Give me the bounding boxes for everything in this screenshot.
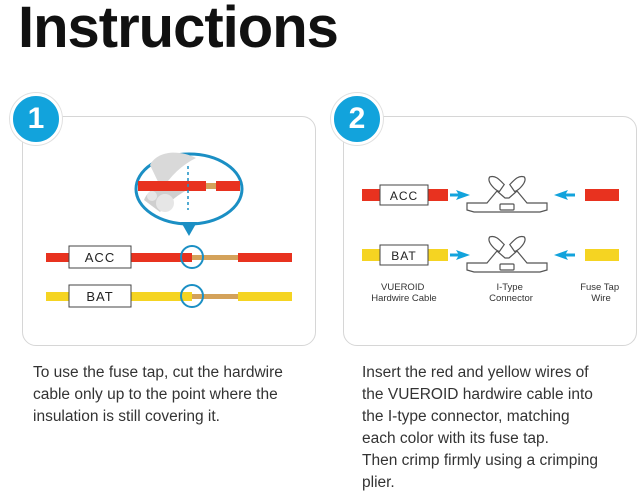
caption-line: cable only up to the point where the: [33, 386, 278, 403]
caption-line: each color with its fuse tap.: [362, 430, 549, 447]
zoom-red-wire: [138, 181, 206, 191]
arrow-right-icon: [456, 250, 470, 260]
bat-wire-right: [238, 292, 292, 301]
caption-line: To use the fuse tap, cut the hardwire: [33, 364, 283, 381]
step-1-caption: To use the fuse tap, cut the hardwire ca…: [33, 362, 323, 428]
caption-line: plier.: [362, 474, 395, 491]
step2-acc-label: ACC: [390, 189, 418, 203]
caption-line: Then crimp firmly using a crimping: [362, 452, 599, 469]
page-title: Instructions: [18, 0, 339, 60]
zoom-red-wire-end: [216, 181, 240, 191]
step1-bat-label: BAT: [86, 289, 113, 304]
arrow-right-icon: [456, 190, 470, 200]
caption-line: insulation is still covering it.: [33, 408, 220, 425]
bat-cut-marker: [180, 284, 204, 308]
i-type-connector-icon: [466, 235, 548, 273]
step-2-badge: 2: [331, 93, 383, 145]
step-1-badge: 1: [10, 93, 62, 145]
step-2-card: [343, 116, 637, 346]
arrow-left-icon: [554, 190, 568, 200]
svg-text:I-Type Connector: I-Type Connector: [489, 282, 533, 304]
step1-acc-label: ACC: [85, 250, 115, 265]
i-type-connector-icon: [466, 175, 548, 213]
step-2-caption: Insert the red and yellow wires of the V…: [362, 362, 640, 494]
svg-text:VUEROID Hardwire Cable: VUEROID Hardwire Cable: [371, 282, 436, 304]
step2-yellow-fuse-wire: [585, 249, 619, 261]
legend-left-line2: Hardwire Cable: [371, 293, 436, 304]
legend-middle-line2: Connector: [489, 293, 533, 304]
step2-bat-label: BAT: [391, 249, 416, 263]
acc-cut-marker: [180, 245, 204, 269]
svg-text:Fuse Tap Wire: Fuse Tap Wire: [580, 282, 622, 304]
caption-line: the I-type connector, matching: [362, 408, 570, 425]
caption-line: Insert the red and yellow wires of: [362, 364, 589, 381]
legend-right-line1: Fuse Tap: [580, 282, 619, 293]
step2-red-fuse-wire: [585, 189, 619, 201]
caption-line: the VUEROID hardwire cable into: [362, 386, 593, 403]
legend-left-line1: VUEROID: [381, 282, 424, 293]
zoom-copper: [206, 183, 216, 189]
bat-wire-copper: [192, 294, 238, 299]
legend-middle-line1: I-Type: [496, 282, 522, 293]
arrow-left-icon: [554, 250, 568, 260]
acc-wire-copper: [192, 255, 238, 260]
legend-right-line2: Wire: [591, 293, 611, 304]
acc-wire-right: [238, 253, 292, 262]
